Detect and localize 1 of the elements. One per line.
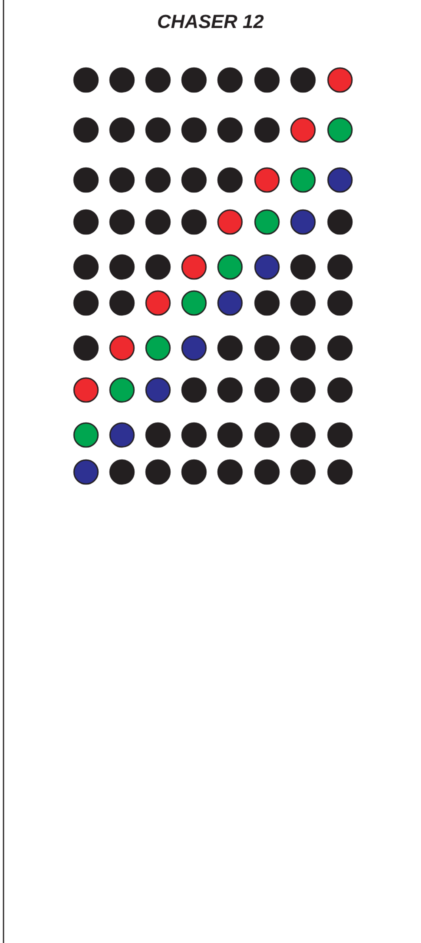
title: CHASER 12 <box>156 12 265 34</box>
